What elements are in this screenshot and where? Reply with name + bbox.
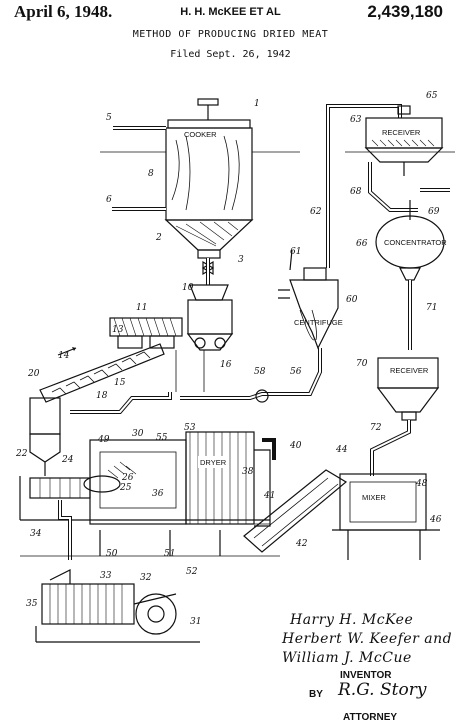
ref-3: 3 [238, 255, 244, 265]
ref-60: 60 [346, 295, 358, 305]
dryer-label: DRYER [200, 458, 227, 467]
ref-56: 56 [290, 367, 302, 377]
receiver-bottom-label: RECEIVER [390, 366, 429, 375]
ref-68: 68 [350, 187, 362, 197]
ref-63: 63 [350, 115, 362, 125]
ref-34: 34 [30, 529, 42, 539]
ref-10: 10 [182, 283, 194, 293]
ref-41: 41 [263, 491, 275, 501]
ref-35: 35 [26, 599, 38, 609]
ref-70: 70 [356, 359, 368, 369]
ref-13: 13 [112, 325, 124, 335]
ref-15: 15 [114, 378, 126, 388]
cooker-label: COOKER [184, 130, 217, 139]
cooker-vessel: COOKER [164, 98, 254, 259]
ref-22: 22 [15, 449, 28, 459]
ref-53: 53 [184, 423, 196, 433]
receiver-top-label: RECEIVER [382, 128, 421, 137]
patent-number: 2,439,180 [367, 2, 443, 21]
ref-66: 66 [356, 239, 368, 249]
ref-1: 1 [254, 99, 260, 109]
centrifuge: CENTRIFUGE [278, 267, 343, 350]
by-label: BY [309, 689, 323, 700]
inventor-label: INVENTOR [340, 670, 392, 681]
tank-20 [19, 397, 61, 520]
ref-44: 44 [335, 445, 348, 455]
ref-58: 58 [254, 367, 266, 377]
concentrator: CONCENTRATOR [375, 200, 447, 281]
ref-51: 51 [164, 549, 175, 559]
ref-30: 30 [132, 429, 144, 439]
ref-6: 6 [106, 195, 112, 205]
concentrator-label: CONCENTRATOR [384, 238, 447, 247]
ref-11: 11 [136, 303, 147, 313]
feeder [109, 317, 183, 349]
ref-38: 38 [242, 467, 254, 477]
ref-48: 48 [415, 479, 428, 489]
ref-71: 71 [426, 303, 437, 313]
ref-49: 49 [97, 435, 110, 445]
mixer-label: MIXER [362, 493, 386, 502]
furnace [20, 439, 270, 525]
inclined-conveyor [243, 469, 348, 553]
mixer: MIXER [332, 473, 440, 560]
ref-65: 65 [426, 91, 438, 101]
ref-31: 31 [190, 617, 201, 627]
ref-33: 33 [100, 571, 112, 581]
ref-55: 55 [156, 433, 168, 443]
attorney-signature: R.G. Story [338, 680, 427, 700]
ref-8: 8 [148, 169, 154, 179]
inventor-signature-3: William J. McCue [282, 650, 412, 666]
ref-61: 61 [290, 247, 301, 257]
ref-62: 62 [310, 207, 322, 217]
ref-16: 16 [220, 360, 232, 370]
ref-50: 50 [106, 549, 118, 559]
inventor-signature-2: Herbert W. Keefer and [282, 631, 453, 647]
centrifuge-label: CENTRIFUGE [294, 318, 343, 327]
ref-26: 26 [121, 473, 134, 483]
inventor-signature-1: Harry H. McKee [290, 612, 414, 628]
ref-24: 24 [61, 455, 74, 465]
hopper [175, 284, 234, 392]
ref-25: 25 [119, 483, 132, 493]
ref-20: 20 [27, 369, 40, 379]
ref-69: 69 [428, 207, 440, 217]
ref-14: 14 [58, 351, 70, 361]
inventors-heading: H. H. McKEE ET AL [180, 6, 281, 18]
ref-5: 5 [106, 113, 112, 123]
receiver-bottom: RECEIVER [376, 357, 440, 421]
ref-2: 2 [155, 233, 162, 243]
filed-date: Filed Sept. 26, 1942 [170, 49, 291, 60]
ref-36: 36 [152, 489, 164, 499]
patent-title: METHOD OF PRODUCING DRIED MEAT [132, 29, 329, 40]
ref-18: 18 [96, 391, 108, 401]
ref-72: 72 [370, 423, 382, 433]
ref-40: 40 [289, 441, 302, 451]
ref-42: 42 [295, 539, 308, 549]
receiver-top: RECEIVER [364, 105, 444, 163]
attorney-label: ATTORNEY [343, 712, 398, 723]
dryer: DRYER [185, 431, 276, 527]
ref-32: 32 [140, 573, 152, 583]
ref-52: 52 [186, 567, 198, 577]
fan-blower [35, 569, 200, 643]
ref-46: 46 [429, 515, 442, 525]
pump-icon [255, 389, 269, 403]
patent-date: April 6, 1948. [14, 2, 113, 21]
